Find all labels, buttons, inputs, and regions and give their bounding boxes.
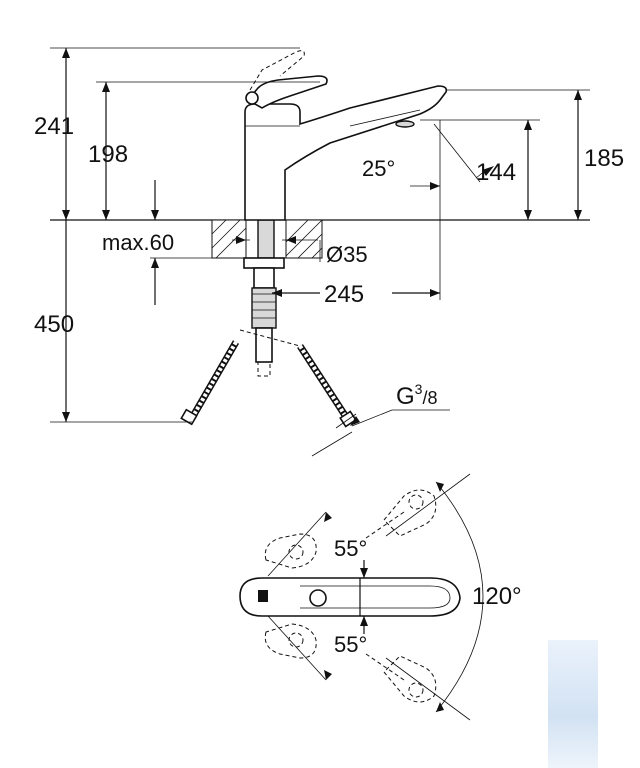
flex-hose-right <box>297 344 357 428</box>
faucet-elevation <box>50 50 590 428</box>
label-120deg: 120° <box>472 583 522 610</box>
faucet-body <box>244 85 448 221</box>
lever-pivot <box>245 91 259 105</box>
plan-view <box>239 473 484 721</box>
plan-ghost-lower-right <box>365 653 437 703</box>
angle-line-lower <box>267 615 327 681</box>
label-241: 241 <box>34 113 74 140</box>
label-245: 245 <box>324 281 364 308</box>
shank-end-hidden <box>257 361 271 377</box>
dimension-labels: 241 198 185 144 25° max.60 Ø35 245 450 G… <box>34 113 624 657</box>
watermark-logo <box>548 640 598 768</box>
label-d35: Ø35 <box>326 242 368 267</box>
label-185: 185 <box>584 145 624 172</box>
label-25deg: 25° <box>362 156 395 181</box>
plan-indicator <box>258 590 268 602</box>
label-450: 450 <box>34 311 74 338</box>
plan-ghost-upper-right <box>365 489 437 539</box>
plan-ghost-upper-left <box>264 533 317 569</box>
hose-connection-hidden <box>239 329 301 347</box>
label-thread: G3/8 <box>396 381 437 410</box>
spout-seam <box>349 109 421 127</box>
label-144: 144 <box>476 159 516 186</box>
lever-handle <box>246 75 328 109</box>
mounting-nut <box>243 257 285 269</box>
shank-thread <box>251 287 277 329</box>
label-55-upper: 55° <box>334 536 367 561</box>
label-max60: max.60 <box>102 230 174 255</box>
countertop-section <box>211 219 323 259</box>
spout-outlet <box>395 120 415 128</box>
angle-line-upper <box>267 511 327 577</box>
plan-aerator <box>309 589 327 607</box>
swivel-arc <box>435 481 484 713</box>
dimension-lines <box>50 47 590 457</box>
shank-lower <box>255 327 273 363</box>
label-198: 198 <box>88 141 128 168</box>
shank-upper <box>253 267 275 289</box>
plan-spout <box>239 577 461 617</box>
label-55-lower: 55° <box>334 632 367 657</box>
flex-hose-left <box>180 340 240 426</box>
